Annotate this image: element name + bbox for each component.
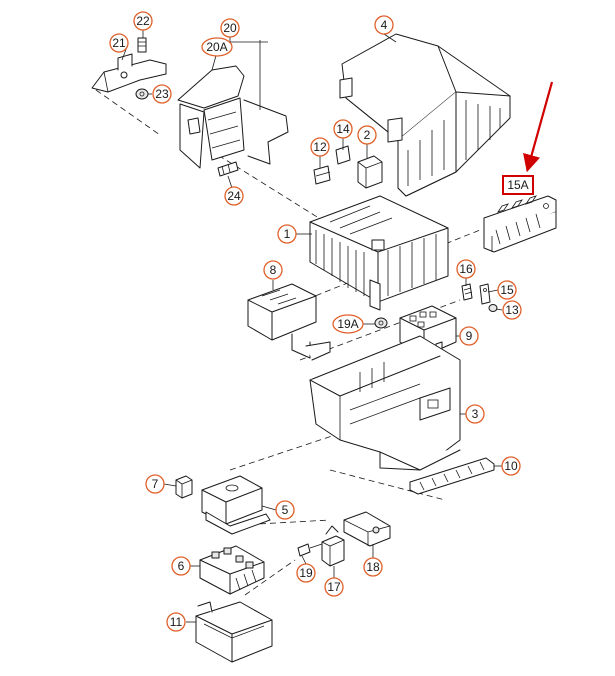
nut-part-13 xyxy=(488,304,498,312)
nut-part-19a xyxy=(374,317,388,329)
svg-text:13: 13 xyxy=(505,303,519,317)
svg-text:18: 18 xyxy=(366,560,380,574)
callout-6[interactable]: 6 xyxy=(171,556,191,576)
callout-12[interactable]: 12 xyxy=(310,137,330,157)
fuse-part-12 xyxy=(313,165,331,185)
callout-15[interactable]: 15 xyxy=(497,280,517,300)
bracket-part-21 xyxy=(91,53,167,93)
svg-text:24: 24 xyxy=(227,189,241,203)
svg-text:10: 10 xyxy=(504,459,518,473)
fuse-strip-part-15a xyxy=(483,195,557,253)
svg-text:11: 11 xyxy=(170,615,183,629)
relay-part-17 xyxy=(321,525,345,567)
fuse-box-part-1 xyxy=(309,195,449,311)
svg-text:6: 6 xyxy=(178,559,185,573)
callout-8[interactable]: 8 xyxy=(263,260,283,280)
svg-text:21: 21 xyxy=(112,36,126,50)
relay-part-2 xyxy=(357,155,383,189)
callout-1[interactable]: 1 xyxy=(277,224,297,244)
callout-13[interactable]: 13 xyxy=(502,300,522,320)
carrier-part-3 xyxy=(309,335,461,471)
fuse-part-14 xyxy=(335,145,351,165)
callout-11[interactable]: 11 xyxy=(166,612,186,632)
svg-text:15A: 15A xyxy=(507,178,528,192)
callout-24[interactable]: 24 xyxy=(224,186,244,206)
callout-3[interactable]: 3 xyxy=(465,404,485,424)
svg-text:12: 12 xyxy=(313,140,327,154)
nut-part-23 xyxy=(135,88,149,100)
svg-text:22: 22 xyxy=(136,14,150,28)
svg-text:20: 20 xyxy=(223,21,237,35)
callout-14[interactable]: 14 xyxy=(333,119,353,139)
callout-5[interactable]: 5 xyxy=(275,500,295,520)
holder-part-5 xyxy=(201,475,271,535)
screw-part-24 xyxy=(217,161,239,177)
terminal-strip-part-10 xyxy=(409,457,495,495)
svg-text:7: 7 xyxy=(152,477,159,491)
callout-16[interactable]: 16 xyxy=(456,259,476,279)
callout-15a-highlighted[interactable]: 15A xyxy=(502,175,534,195)
svg-text:16: 16 xyxy=(459,262,473,276)
svg-text:19A: 19A xyxy=(337,317,358,331)
callout-21[interactable]: 21 xyxy=(109,33,129,53)
svg-text:15: 15 xyxy=(500,283,514,297)
svg-text:2: 2 xyxy=(364,128,371,142)
callout-4[interactable]: 4 xyxy=(374,15,394,35)
svg-text:20A: 20A xyxy=(206,40,227,54)
callout-10[interactable]: 10 xyxy=(501,456,521,476)
bracket-part-18 xyxy=(343,511,391,547)
callout-18[interactable]: 18 xyxy=(363,557,383,577)
callout-7[interactable]: 7 xyxy=(145,474,165,494)
callout-23[interactable]: 23 xyxy=(152,84,172,104)
callout-2[interactable]: 2 xyxy=(357,125,377,145)
svg-text:1: 1 xyxy=(284,227,291,241)
relay-part-7 xyxy=(175,475,193,499)
callout-17[interactable]: 17 xyxy=(324,577,344,597)
fuse-part-15 xyxy=(479,283,491,305)
relay-socket-part-6 xyxy=(199,545,265,595)
svg-text:14: 14 xyxy=(336,122,350,136)
callout-19[interactable]: 19 xyxy=(296,563,316,583)
bolt-part-22 xyxy=(137,37,147,53)
relay-carrier-part-8 xyxy=(247,283,331,361)
svg-text:9: 9 xyxy=(466,329,473,343)
svg-text:23: 23 xyxy=(155,87,169,101)
svg-text:17: 17 xyxy=(327,580,341,594)
highlight-arrow xyxy=(523,81,554,173)
svg-text:19: 19 xyxy=(299,566,313,580)
svg-text:5: 5 xyxy=(282,503,289,517)
tray-part-11 xyxy=(195,601,273,663)
cover-part-4 xyxy=(339,33,511,197)
callout-9[interactable]: 9 xyxy=(459,326,479,346)
holder-part-20 xyxy=(177,40,289,169)
bolt-part-16 xyxy=(461,283,473,301)
callout-22[interactable]: 22 xyxy=(133,11,153,31)
callout-20[interactable]: 20 xyxy=(220,18,240,38)
screw-part-19 xyxy=(297,543,323,557)
svg-text:4: 4 xyxy=(381,18,388,32)
svg-text:8: 8 xyxy=(270,263,277,277)
callout-19a[interactable]: 19A xyxy=(332,314,364,334)
callout-20a[interactable]: 20A xyxy=(201,37,233,57)
svg-text:3: 3 xyxy=(472,407,479,421)
